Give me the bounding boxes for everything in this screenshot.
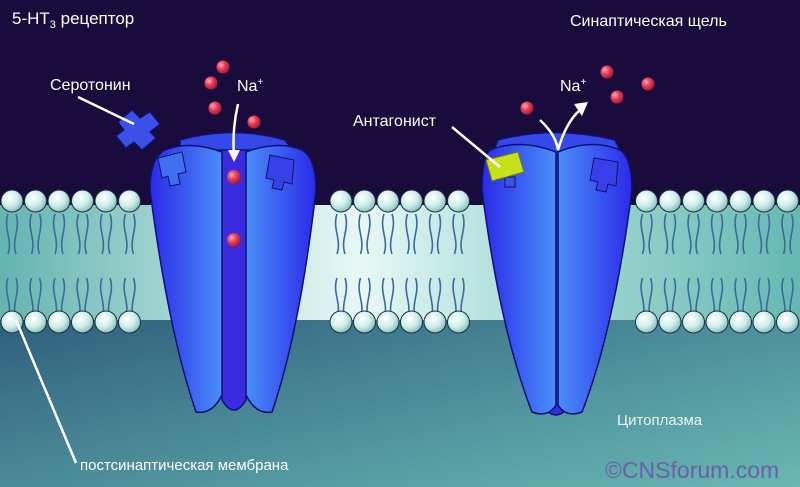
postsynaptic-membrane-label: постсинаптическая мембрана <box>80 457 289 474</box>
lipid-head-icon <box>47 310 71 334</box>
lipid-head-icon <box>752 310 776 334</box>
antagonist-label: Антагонист <box>353 113 437 130</box>
lipid-head-icon <box>423 189 447 213</box>
lipid-head-icon <box>71 310 94 334</box>
lipid-heads-lower <box>0 310 799 334</box>
lipid-head-icon <box>329 310 353 334</box>
lipid-head-icon <box>682 189 705 213</box>
binding-site-icon <box>265 154 295 191</box>
ion-channel-pore <box>217 149 251 411</box>
serotonin-label: Серотонин <box>50 77 131 94</box>
open-receptor <box>149 131 317 414</box>
lipid-head-icon <box>24 310 47 334</box>
lipid-head-icon <box>24 189 47 213</box>
lipid-head-icon <box>400 310 423 334</box>
sodium-label-left: Na+ <box>237 77 264 95</box>
lipid-head-icon <box>118 189 141 213</box>
lipid-head-icon <box>47 189 71 213</box>
receptor-subunit-left <box>481 143 557 415</box>
lipid-head-icon <box>705 189 729 213</box>
sodium-ion-icon <box>227 170 241 184</box>
lipid-head-icon <box>776 310 799 334</box>
antagonist-pointer-line <box>451 126 501 168</box>
lipid-head-icon <box>658 310 682 334</box>
lipid-head-icon <box>729 310 752 334</box>
lipid-head-icon <box>0 189 24 213</box>
lipid-head-icon <box>658 189 682 213</box>
lipid-head-icon <box>376 310 400 334</box>
sodium-ion-icon <box>247 115 261 129</box>
lipid-head-icon <box>353 189 376 213</box>
copyright-watermark: ©CNSforum.com <box>605 457 780 483</box>
diagram-title: 5-HT3 рецептор <box>12 9 135 31</box>
lipid-head-icon <box>423 310 447 334</box>
lipid-head-icon <box>729 189 752 213</box>
cytoplasm-label: Цитоплазма <box>617 412 703 429</box>
synaptic-cleft-region <box>0 0 800 200</box>
sodium-ion-icon <box>227 233 241 247</box>
arrowhead-icon <box>228 150 240 162</box>
membrane-core <box>0 205 800 320</box>
ion-rebound-arrow <box>539 109 581 151</box>
sodium-ion-icon <box>641 77 655 91</box>
lipid-head-icon <box>71 189 94 213</box>
lipid-head-icon <box>376 189 400 213</box>
sodium-ion-icon <box>208 101 222 115</box>
lipid-head-icon <box>635 310 658 334</box>
sodium-ion-icon <box>610 90 624 104</box>
antagonist-icon <box>485 151 525 182</box>
sodium-ion-icon <box>520 101 534 115</box>
receptor-subunit-right <box>557 143 633 415</box>
lipid-head-icon <box>94 189 118 213</box>
lipid-head-icon <box>682 310 705 334</box>
lipid-head-icon <box>0 310 24 334</box>
lipid-head-icon <box>705 310 729 334</box>
lipid-head-icon <box>752 189 776 213</box>
membrane-pointer-line <box>14 319 78 464</box>
lipid-head-icon <box>635 189 658 213</box>
lipid-head-icon <box>447 189 470 213</box>
lipid-head-icon <box>353 310 376 334</box>
lipid-head-icon <box>447 310 470 334</box>
receptor-subunit-left <box>149 144 223 414</box>
sodium-ion-icon <box>204 76 218 90</box>
lipid-head-icon <box>118 310 141 334</box>
lipid-head-icon <box>776 189 799 213</box>
lipid-head-icon <box>400 189 423 213</box>
serotonin-pointer-line <box>77 95 135 126</box>
lipid-head-icon <box>94 310 118 334</box>
sodium-ion-icon <box>216 60 230 74</box>
receptor-subunit-right <box>245 144 317 414</box>
lipid-head-icon <box>329 189 353 213</box>
synaptic-cleft-label: Синаптическая щель <box>570 13 727 30</box>
sodium-label-right: Na+ <box>560 77 587 95</box>
binding-site-icon <box>157 151 187 187</box>
arrowhead-icon <box>574 102 588 116</box>
lipid-heads-upper <box>0 189 799 213</box>
binding-site-icon <box>589 157 619 193</box>
sodium-ion-icon <box>600 65 614 79</box>
